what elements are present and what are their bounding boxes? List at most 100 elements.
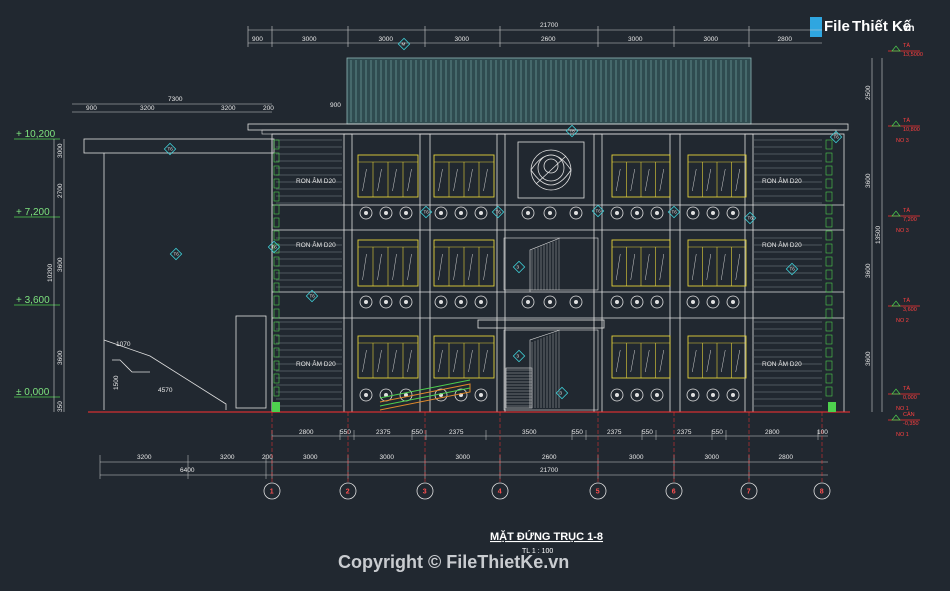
- green-mark: [273, 308, 280, 319]
- vent-core: [384, 393, 388, 397]
- right-level-tag: TÀ: [903, 42, 910, 49]
- window-glint: [483, 349, 488, 373]
- window-glint: [483, 168, 488, 192]
- window-glint: [453, 168, 458, 192]
- vent: [359, 388, 373, 402]
- vent: [474, 206, 488, 220]
- svg-text:3600: 3600: [865, 173, 872, 188]
- vent: [610, 388, 624, 402]
- dim-bottom-row1: 2800: [765, 429, 780, 436]
- window-glint: [735, 168, 740, 192]
- window-glint: [721, 349, 726, 373]
- right-level-name: NO 3: [896, 138, 909, 144]
- note-ron-3: RON ÂM D20: [296, 359, 336, 368]
- right-level-value: -0,350: [903, 421, 919, 427]
- right-vertical-dims: [871, 58, 883, 412]
- material-tag: [419, 205, 433, 219]
- green-mark: [273, 321, 280, 332]
- vent-core: [635, 211, 639, 215]
- vent-core: [364, 211, 368, 215]
- material-tag: [491, 205, 505, 219]
- vent: [399, 295, 413, 309]
- vent-core: [691, 393, 695, 397]
- grid-axis-label: 3: [423, 489, 427, 496]
- vent: [650, 206, 664, 220]
- window-glint: [377, 253, 382, 281]
- vent-core: [731, 300, 735, 304]
- vent-core: [615, 211, 619, 215]
- vent: [610, 206, 624, 220]
- material-tag: [267, 240, 281, 254]
- right-level-value: 10,800: [903, 127, 920, 133]
- window-glint: [468, 253, 473, 281]
- vent: [379, 295, 393, 309]
- green-mark: [273, 165, 280, 176]
- window-glint: [438, 253, 443, 281]
- window-glint: [706, 168, 711, 192]
- svg-text:13500: 13500: [875, 226, 882, 244]
- vent: [630, 295, 644, 309]
- svg-text:Thiết Kế: Thiết Kế: [852, 18, 912, 35]
- dim-bottom-row2: 3000: [380, 454, 395, 461]
- stair-steps: [506, 239, 560, 408]
- right-level-name: NO 1: [896, 406, 909, 412]
- material-tag: [785, 262, 799, 276]
- material-tag: [397, 37, 411, 51]
- material-tag: [305, 289, 319, 303]
- right-level-marker: [891, 120, 901, 127]
- green-mark: [273, 139, 280, 150]
- dim-left: 200: [263, 105, 274, 112]
- window-glint: [692, 168, 697, 192]
- green-mark: [273, 269, 280, 280]
- wall-hatch-left: [273, 139, 342, 407]
- entrance-ramp: [379, 379, 471, 411]
- vent: [569, 206, 583, 220]
- dim-top: 3000: [455, 36, 470, 43]
- svg-text:3600: 3600: [865, 263, 872, 278]
- level-0000: ± 0,000: [16, 387, 50, 398]
- drawing-title: MẶT ĐỨNG TRỤC 1-8: [490, 530, 603, 543]
- material-tag-label: 3: [517, 265, 520, 270]
- vent-core: [548, 300, 552, 304]
- vent: [359, 206, 373, 220]
- vent: [359, 295, 373, 309]
- vent-core: [479, 211, 483, 215]
- dim-bottom-row1: 550: [642, 429, 653, 436]
- green-mark: [273, 373, 280, 384]
- green-mark: [273, 191, 280, 202]
- svg-text:File: File: [824, 18, 850, 35]
- dim-bottom-row2: 3000: [629, 454, 644, 461]
- window-glint: [438, 349, 443, 373]
- green-mark: [825, 360, 833, 371]
- dim-bottom-row2: 3200: [220, 454, 235, 461]
- window-glint: [659, 253, 664, 281]
- window-glint: [377, 349, 382, 373]
- dim-bottom-row2: 2800: [779, 454, 794, 461]
- green-mark: [273, 204, 280, 215]
- window-glint: [616, 253, 621, 281]
- vent-core: [548, 211, 552, 215]
- ramp-dim-1: 1070: [116, 341, 131, 348]
- note-ron-2: RON ÂM D20: [296, 240, 336, 249]
- window-glint: [392, 349, 397, 373]
- vent-core: [711, 211, 715, 215]
- plinth-left: [272, 402, 280, 412]
- vent-core: [526, 300, 530, 304]
- vent-core: [404, 300, 408, 304]
- green-mark: [825, 217, 833, 228]
- vent-core: [731, 393, 735, 397]
- grid-axis-bubble: [491, 482, 509, 500]
- grid-axis-label: 7: [747, 489, 751, 496]
- material-tag: [829, 130, 843, 144]
- vent-core: [439, 211, 443, 215]
- level-10200: + 10,200: [16, 129, 56, 140]
- dim-bottom-row2: 3000: [303, 454, 318, 461]
- vent: [434, 206, 448, 220]
- material-tag: [591, 204, 605, 218]
- column: [419, 133, 431, 413]
- note-ron-1: RON ÂM D20: [296, 176, 336, 185]
- window-glint: [645, 168, 650, 192]
- vent: [521, 206, 535, 220]
- vent-core: [691, 211, 695, 215]
